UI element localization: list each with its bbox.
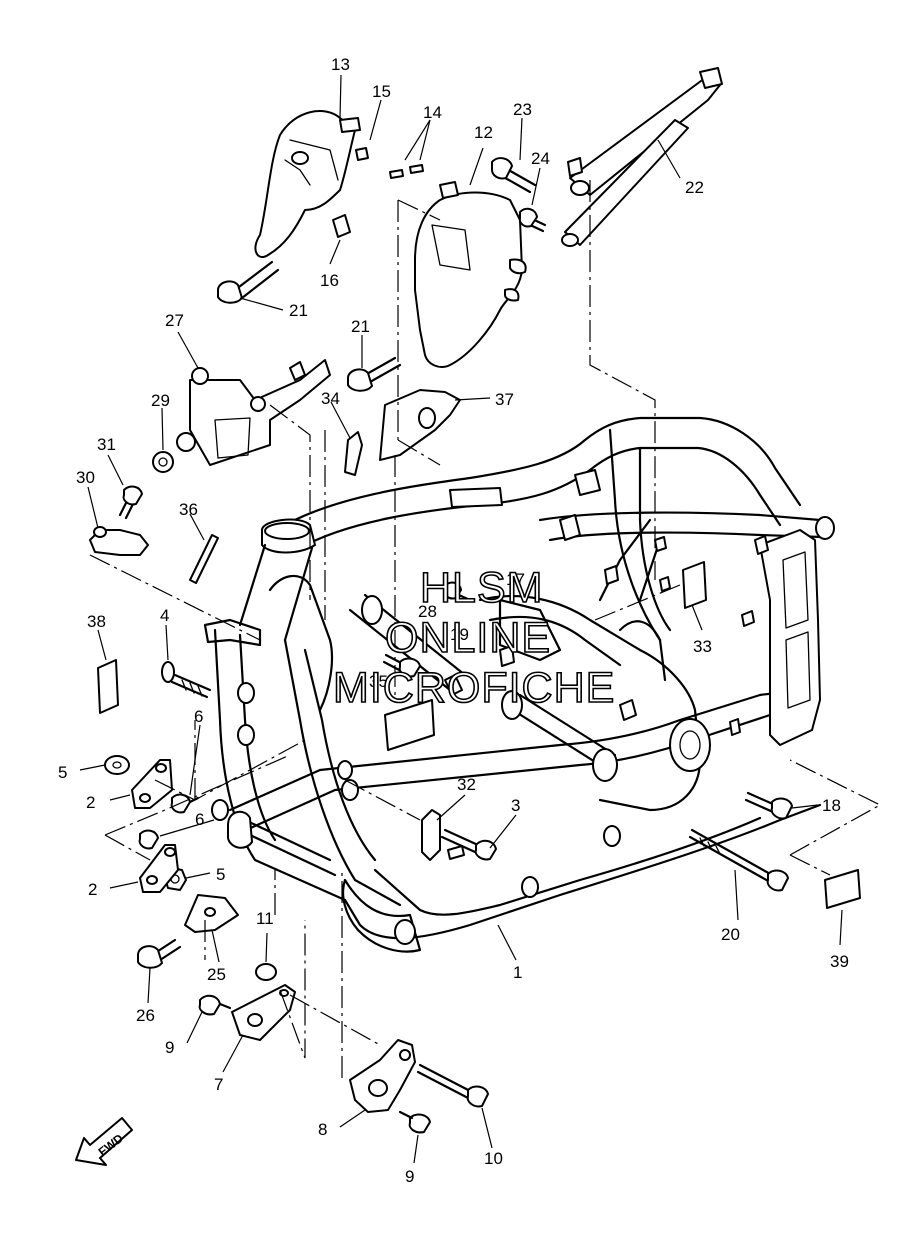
callout-22: 22 xyxy=(685,178,704,197)
part-39-label xyxy=(824,869,861,909)
callout-6-upper: 6 xyxy=(194,707,203,726)
part-25-bracket xyxy=(184,894,239,933)
part-8-plate xyxy=(349,1039,416,1113)
callout-30: 30 xyxy=(76,468,95,487)
part-10-bolt xyxy=(416,1063,489,1108)
callout-9-lower: 9 xyxy=(405,1167,414,1186)
watermark-line-1: HLSM xyxy=(420,564,543,612)
watermark: HLSM ONLINE MICROFICHE xyxy=(332,563,615,713)
part-13-bolt xyxy=(443,581,472,602)
callout-5-upper: 5 xyxy=(58,763,67,782)
part-31-bolt xyxy=(118,485,143,520)
watermark-line-2: ONLINE xyxy=(385,614,551,662)
callout-33: 33 xyxy=(693,637,712,656)
callout-1: 1 xyxy=(513,963,522,982)
callout-20: 16 xyxy=(320,271,339,290)
callout-9-left: 9 xyxy=(165,1038,174,1057)
part-30-clamp xyxy=(89,526,149,556)
part-32-bracket xyxy=(421,809,465,861)
callout-19: 15 xyxy=(372,82,391,101)
part-20-block xyxy=(332,214,351,238)
callout-8: 8 xyxy=(318,1120,327,1139)
callout-39: 39 xyxy=(830,952,849,971)
part-37-bracket xyxy=(379,389,461,461)
callout-32: 32 xyxy=(457,775,476,794)
part-2-plate-lower xyxy=(139,844,179,893)
part-14-long-bolt xyxy=(688,828,789,892)
part-27-bracket xyxy=(176,359,331,466)
callout-38: 38 xyxy=(87,612,106,631)
callout-28: 28 xyxy=(418,602,437,621)
callout-34: 34 xyxy=(321,389,340,408)
part-24-bolt xyxy=(518,207,547,233)
callout-7: 7 xyxy=(214,1075,223,1094)
callout-24: 24 xyxy=(531,149,550,168)
callout-2-upper: 2 xyxy=(86,793,95,812)
callout-2-lower: 2 xyxy=(88,880,97,899)
part-29-grommet xyxy=(152,451,174,473)
part-36-strip xyxy=(189,534,219,584)
callout-31: 31 xyxy=(97,435,116,454)
part-11-washer xyxy=(255,963,277,981)
callout-25: 25 xyxy=(207,965,226,984)
fwd-arrow: FWD xyxy=(75,1117,133,1166)
callout-15: 19 xyxy=(450,625,469,644)
part-15-clip xyxy=(444,674,463,696)
callout-21-upper: 21 xyxy=(289,301,308,320)
part-26-bolt xyxy=(137,938,182,969)
callout-36: 36 xyxy=(179,500,198,519)
part-38-label xyxy=(97,659,119,714)
part-5-washer-upper xyxy=(104,755,130,775)
part-18-upper-cover xyxy=(254,110,361,258)
callout-21-lower: 21 xyxy=(351,317,370,336)
fwd-arrow-icon xyxy=(75,1117,133,1166)
guide-lines xyxy=(89,180,882,1078)
callout-23: 23 xyxy=(513,100,532,119)
callout-11: 11 xyxy=(256,909,274,928)
callout-29: 29 xyxy=(151,391,170,410)
leader-lines xyxy=(79,74,843,1164)
callout-13: 17 xyxy=(506,570,525,589)
part-6-bolt-lower xyxy=(138,829,159,850)
part-19-clip xyxy=(355,147,369,161)
part-17-strips xyxy=(389,164,424,179)
part-23-bolt xyxy=(491,157,537,194)
part-9-bolt-left xyxy=(198,994,232,1016)
callout-14: 20 xyxy=(721,925,740,944)
callout-26: 26 xyxy=(136,1006,155,1025)
callout-35: 35 xyxy=(369,672,388,691)
watermark-line-3: MICROFICHE xyxy=(333,664,615,712)
callout-4: 4 xyxy=(160,606,169,625)
part-22-stay xyxy=(561,67,723,247)
callout-16: 12 xyxy=(474,123,493,142)
callout-17: 14 xyxy=(423,103,442,122)
part-35-plate xyxy=(384,699,435,751)
part-2-plate-upper xyxy=(131,759,173,809)
callout-10: 10 xyxy=(484,1149,503,1168)
callout-12: 18 xyxy=(822,796,841,815)
callout-27: 27 xyxy=(165,311,184,330)
part-16-side-cover xyxy=(414,181,527,368)
part-12-bolt xyxy=(744,791,793,820)
callout-3: 3 xyxy=(511,796,520,815)
part-3-bolt xyxy=(440,828,497,861)
part-21-bolt-upper xyxy=(217,260,280,304)
part-7-plate xyxy=(231,984,296,1041)
part-21-bolt-lower xyxy=(347,356,402,392)
frame-main xyxy=(203,416,835,953)
callout-5-lower: 5 xyxy=(216,865,225,884)
part-33-label xyxy=(682,561,707,609)
callout-37: 37 xyxy=(495,390,514,409)
callout-labels: 13 15 14 12 23 24 22 16 21 21 27 29 31 3… xyxy=(58,55,849,1186)
part-34-band xyxy=(344,431,363,476)
part-9-bolt-lower xyxy=(398,1110,431,1134)
callout-18: 13 xyxy=(331,55,350,74)
callout-6-lower: 6 xyxy=(195,810,204,829)
part-4-bolt xyxy=(161,661,212,699)
